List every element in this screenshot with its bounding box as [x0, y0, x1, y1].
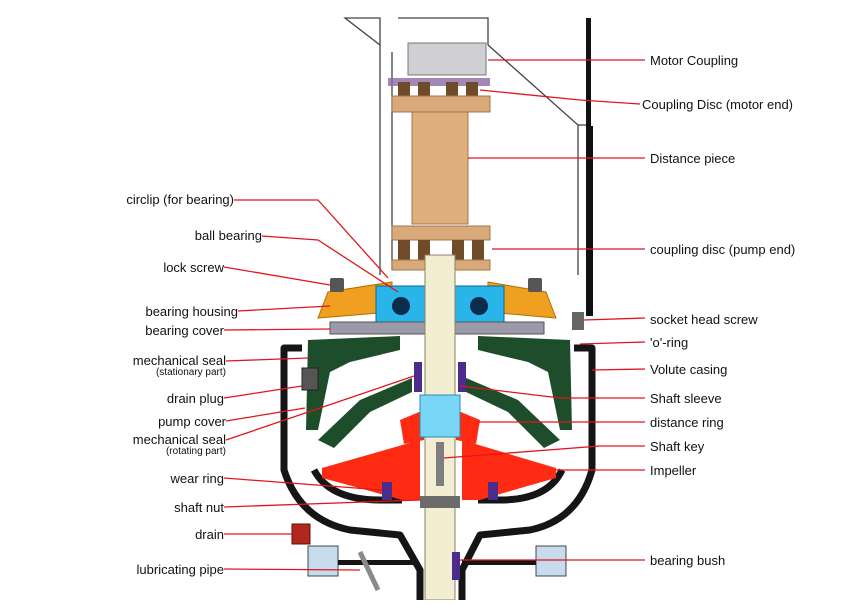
drain: [291, 523, 311, 545]
leader-lines-left: [223, 199, 421, 571]
motor-stool: [343, 17, 588, 275]
wear-ring: [382, 482, 498, 500]
drain-plug: [301, 367, 319, 391]
label-bearing-bush: bearing bush: [650, 553, 726, 568]
label-coupling-disc-pump: coupling disc (pump end): [650, 242, 796, 257]
label-drain: drain: [195, 527, 224, 542]
label-lock-screw: lock screw: [163, 260, 224, 275]
label-shaft-nut: shaft nut: [174, 500, 224, 515]
lubricating-pipe: [357, 550, 381, 592]
label-bearing-cover: bearing cover: [145, 323, 224, 338]
shaft-nut: [420, 496, 460, 508]
mechanical-seal: [414, 362, 466, 392]
label-volute-casing: Volute casing: [650, 362, 728, 377]
label-socket-head-screw: socket head screw: [650, 312, 758, 327]
label-lubricating-pipe: lubricating pipe: [136, 562, 224, 577]
ball-bearing: [375, 285, 505, 327]
lower-base: [307, 545, 567, 577]
label-circlip: circlip (for bearing): [126, 192, 234, 207]
label-distance-piece: Distance piece: [650, 151, 736, 166]
bearing-bush: [452, 552, 460, 580]
label-mech-seal-rotating: mechanical seal: [132, 432, 226, 447]
coupling-disc-motor-end: [391, 95, 491, 113]
bearing-housing: [317, 278, 557, 319]
label-mech-seal-stationary: mechanical seal: [132, 353, 226, 368]
distance-piece: [411, 111, 469, 225]
frame-rod: [586, 18, 593, 316]
label-shaft-sleeve: Shaft sleeve: [650, 391, 722, 406]
label-mech-seal-stationary-sub: (stationary part): [155, 367, 226, 378]
label-drain-plug: drain plug: [166, 391, 224, 406]
label-impeller: Impeller: [650, 463, 697, 478]
label-ball-bearing: ball bearing: [194, 228, 262, 243]
leader-lines-right: [443, 59, 646, 561]
pump-cover: [306, 336, 572, 448]
label-wear-ring: wear ring: [170, 471, 224, 486]
label-pump-cover: pump cover: [158, 414, 226, 429]
socket-head-screw: [572, 312, 584, 330]
label-bearing-housing: bearing housing: [145, 304, 238, 319]
label-coupling-disc-motor: Coupling Disc (motor end): [642, 97, 794, 112]
label-mech-seal-rotating-sub: (rotating part): [165, 446, 226, 457]
label-distance-ring: distance ring: [650, 415, 724, 430]
shaft-sleeve: [419, 394, 461, 438]
label-o-ring: 'o'-ring: [650, 335, 689, 350]
motor-coupling: [388, 42, 490, 100]
shaft-key: [436, 442, 444, 486]
label-motor-coupling: Motor Coupling: [650, 53, 739, 68]
label-shaft-key: Shaft key: [650, 439, 705, 454]
